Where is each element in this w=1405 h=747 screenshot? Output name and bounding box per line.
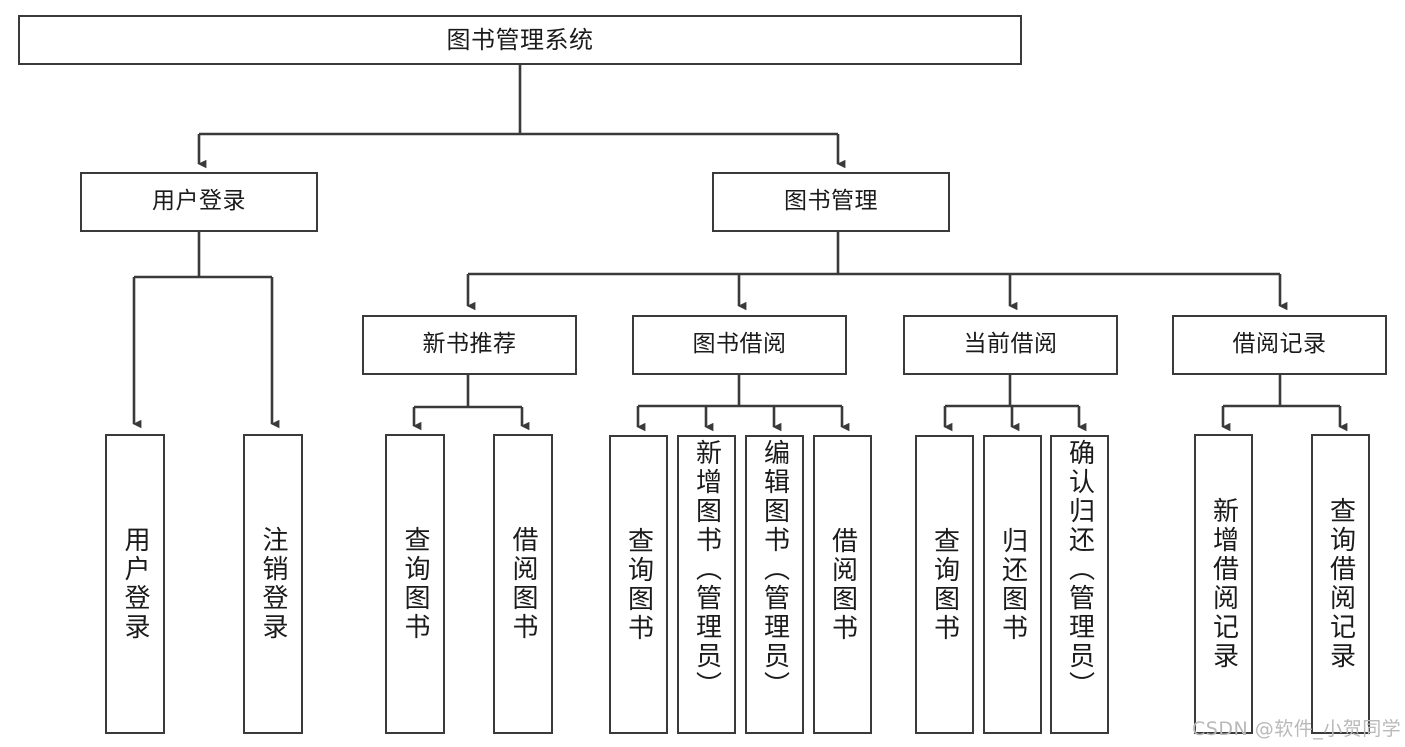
node-borrow-record[interactable]: 借阅记录: [1172, 315, 1387, 375]
node-label: 查询图书: [623, 526, 654, 643]
node-label: 新增图书（管理员）: [691, 439, 722, 700]
node-label: 查询图书: [400, 526, 430, 642]
leaf-query-book-borrow[interactable]: 查询图书: [609, 435, 668, 734]
leaf-add-borrow-record[interactable]: 新增借阅记录: [1194, 434, 1253, 734]
node-label: 图书借阅: [692, 331, 787, 358]
node-label: 归还图书: [997, 526, 1028, 643]
node-new-book-recommend[interactable]: 新书推荐: [362, 315, 577, 375]
node-label: 编辑图书（管理员）: [759, 439, 790, 700]
node-label: 图书管理系统: [446, 25, 594, 54]
node-label: 新增借阅记录: [1208, 497, 1239, 671]
node-label: 查询图书: [929, 526, 960, 643]
leaf-query-borrow-record[interactable]: 查询借阅记录: [1311, 434, 1370, 734]
node-label: 注销登录: [258, 526, 288, 642]
leaf-borrow-book-recommend[interactable]: 借阅图书: [493, 434, 553, 734]
node-label: 借阅图书: [508, 526, 538, 642]
leaf-borrow-book[interactable]: 借阅图书: [813, 435, 872, 734]
node-label: 用户登录: [120, 526, 150, 642]
node-root-system[interactable]: 图书管理系统: [18, 15, 1022, 65]
leaf-query-book-recommend[interactable]: 查询图书: [385, 434, 445, 734]
node-user-login[interactable]: 用户登录: [80, 172, 318, 232]
leaf-return-book[interactable]: 归还图书: [983, 435, 1042, 734]
node-current-borrow[interactable]: 当前借阅: [903, 315, 1118, 375]
node-label: 用户登录: [152, 188, 246, 215]
node-label: 查询借阅记录: [1325, 497, 1356, 671]
node-book-management[interactable]: 图书管理: [712, 172, 950, 232]
node-label: 新书推荐: [422, 331, 517, 358]
leaf-user-login[interactable]: 用户登录: [105, 434, 165, 734]
leaf-confirm-return-admin[interactable]: 确认归还（管理员）: [1050, 435, 1109, 734]
node-label: 借阅图书: [827, 526, 858, 643]
leaf-add-book-admin[interactable]: 新增图书（管理员）: [677, 435, 736, 734]
csdn-watermark: CSDN @软件_小贺同学: [1192, 718, 1402, 740]
node-label: 当前借阅: [963, 331, 1058, 358]
leaf-query-book-current[interactable]: 查询图书: [915, 435, 974, 734]
node-book-borrow[interactable]: 图书借阅: [632, 315, 847, 375]
node-label: 图书管理: [784, 188, 878, 215]
node-label: 确认归还（管理员）: [1064, 439, 1095, 700]
leaf-edit-book-admin[interactable]: 编辑图书（管理员）: [745, 435, 804, 734]
node-label: 借阅记录: [1232, 331, 1327, 358]
leaf-logout[interactable]: 注销登录: [243, 434, 303, 734]
